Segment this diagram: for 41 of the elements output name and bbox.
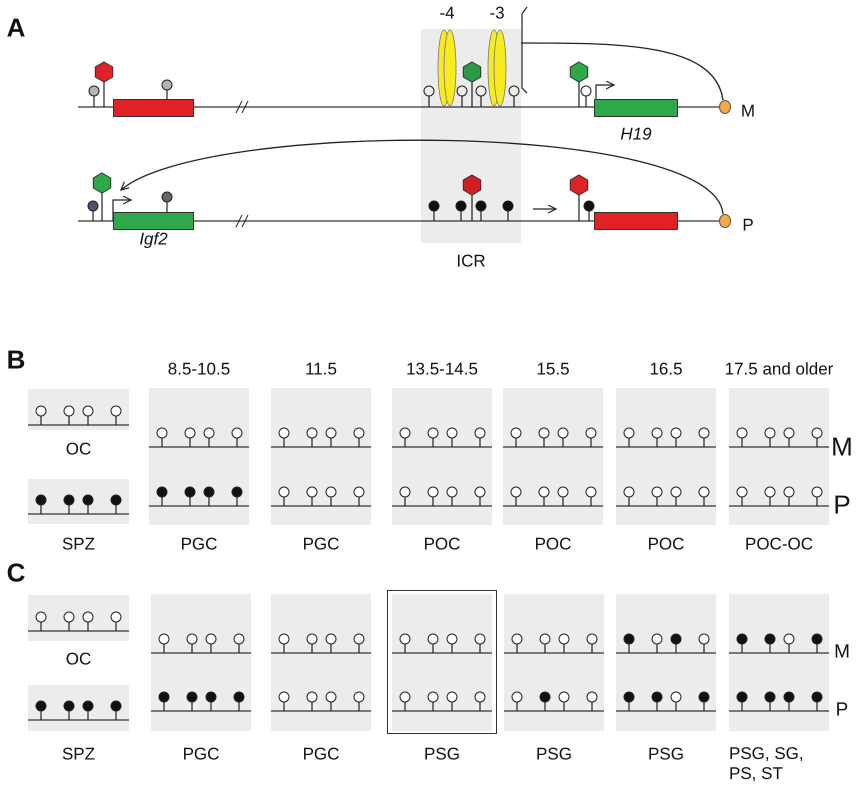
strand-label: P bbox=[833, 490, 851, 520]
sample-label: PGC bbox=[182, 746, 220, 764]
strand-label: M bbox=[831, 432, 853, 462]
sample-label: OC bbox=[66, 650, 92, 670]
sample-label: POC-OC bbox=[745, 536, 813, 554]
sample-label: OC bbox=[66, 440, 92, 460]
enhancer-dot bbox=[719, 214, 731, 228]
column-heading: 15.5 bbox=[536, 360, 570, 380]
strand-label: P bbox=[836, 700, 848, 722]
enhancer-dot bbox=[719, 100, 731, 114]
sample-label: PSG bbox=[536, 746, 572, 764]
sample-label: PSG bbox=[424, 746, 460, 764]
region-label: ICR bbox=[456, 252, 486, 272]
panel-letter: B bbox=[6, 346, 26, 374]
connector-arrow bbox=[120, 140, 724, 214]
column-heading: 8.5-10.5 bbox=[168, 360, 230, 380]
panel-letter: C bbox=[6, 558, 26, 588]
sample-label: PGC bbox=[180, 536, 218, 554]
sample-label: POC bbox=[648, 536, 684, 554]
column-heading: 17.5 and older bbox=[724, 360, 834, 380]
strand-label: P bbox=[742, 216, 754, 236]
sample-label: SPZ bbox=[62, 746, 96, 764]
gene-box bbox=[113, 99, 194, 117]
column-heading: 11.5 bbox=[305, 360, 337, 380]
strand-label: M bbox=[834, 642, 850, 664]
sample-label: PSG, SG, PS, ST bbox=[729, 744, 805, 785]
panel-letter: A bbox=[6, 14, 26, 42]
sample-label: PSG bbox=[648, 746, 684, 764]
column-heading: 16.5 bbox=[649, 360, 683, 380]
sample-label: PGC bbox=[302, 536, 340, 554]
sample-label: PGC bbox=[302, 746, 340, 764]
sample-label: POC bbox=[534, 536, 572, 554]
strand-label: M bbox=[740, 102, 756, 122]
gene-label: Igf2 bbox=[139, 230, 168, 250]
site-label: -3 bbox=[489, 4, 505, 24]
sample-label: POC bbox=[424, 536, 460, 554]
site-label: -4 bbox=[439, 4, 455, 24]
gene-box bbox=[594, 212, 678, 230]
sample-label: SPZ bbox=[62, 536, 96, 554]
column-heading: 13.5-14.5 bbox=[406, 360, 478, 380]
gene-label: H19 bbox=[620, 126, 652, 144]
